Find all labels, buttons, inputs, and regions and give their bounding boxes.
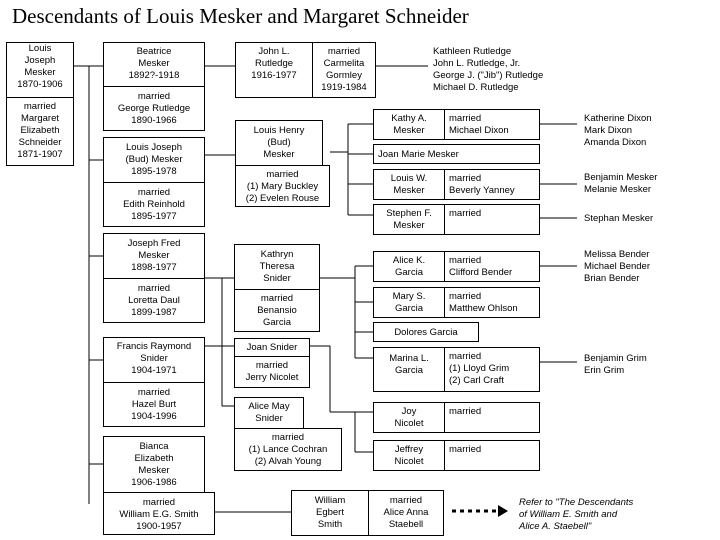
stephen-spouse-box: married [444, 204, 540, 235]
lance-alvah-box: married (1) Lance Cochran (2) Alvah Youn… [234, 428, 342, 471]
beatrice-box: Beatrice Mesker 1892?-1918 [103, 42, 205, 87]
mary-s-garcia-box: Mary S. Garcia [373, 287, 445, 318]
bender-children-list: Melissa Bender Michael Bender Brian Bend… [584, 249, 651, 284]
dolores-garcia-box: Dolores Garcia [373, 322, 479, 342]
stephan-mesker-text: Stephan Mesker [584, 213, 654, 224]
refer-note: Refer to "The Descendants of William E. … [519, 497, 634, 532]
louis-w-mesker-box: Louis W. Mesker [373, 169, 445, 200]
page-title: Descendants of Louis Mesker and Margaret… [12, 4, 469, 28]
rutledge-children-list: Kathleen Rutledge John L. Rutledge, Jr. … [433, 46, 544, 93]
joy-spouse-box: married [444, 402, 540, 433]
margaret-schneider-box: married Margaret Elizabeth Schneider 187… [6, 97, 74, 166]
joan-snider-box: Joan Snider [234, 338, 310, 357]
francis-snider-box: Francis Raymond Snider 1904-1971 [103, 337, 205, 383]
grim-children-list: Benjamin Grim Erin Grim [584, 353, 647, 376]
kathy-mesker-box: Kathy A. Mesker [373, 109, 445, 140]
joan-marie-mesker-box: Joan Marie Mesker [373, 144, 540, 164]
joy-nicolet-box: Joy Nicolet [373, 402, 445, 433]
alice-k-garcia-box: Alice K. Garcia [373, 251, 445, 282]
louis-bud-mesker-box: Louis Joseph (Bud) Mesker 1895-1978 [103, 137, 205, 183]
dixon-children-list: Katherine Dixon Mark Dixon Amanda Dixon [584, 113, 652, 148]
marina-garcia-box: Marina L. Garcia [373, 347, 445, 392]
loretta-daul-box: married Loretta Daul 1899-1987 [103, 278, 205, 323]
clifford-bender-box: married Clifford Bender [444, 251, 540, 282]
joseph-fred-mesker-box: Joseph Fred Mesker 1898-1977 [103, 233, 205, 279]
stephen-mesker-box: Stephen F. Mesker [373, 204, 445, 235]
louis-mesker-box: Louis Joseph Mesker 1870-1906 [6, 42, 74, 98]
beverly-yanney-box: married Beverly Yanney [444, 169, 540, 200]
john-rutledge-box: John L. Rutledge 1916-1977 [235, 42, 313, 98]
bianca-mesker-box: Bianca Elizabeth Mesker 1906-1986 [103, 436, 205, 493]
william-eg-smith-box: married William E.G. Smith 1900-1957 [103, 492, 215, 535]
refer-arrow-head [498, 505, 508, 517]
jerry-nicolet-box: married Jerry Nicolet [234, 356, 310, 388]
hazel-burt-box: married Hazel Burt 1904-1996 [103, 382, 205, 427]
matthew-ohlson-box: married Matthew Ohlson [444, 287, 540, 318]
william-egbert-smith-box: William Egbert Smith [291, 490, 369, 536]
jeffrey-nicolet-box: Jeffrey Nicolet [373, 440, 445, 471]
george-rutledge-box: married George Rutledge 1890-1966 [103, 86, 205, 131]
alice-may-snider-box: Alice May Snider [234, 397, 304, 429]
mary-evelen-box: married (1) Mary Buckley (2) Evelen Rous… [235, 165, 330, 207]
louis-henry-mesker-box: Louis Henry (Bud) Mesker [235, 120, 323, 166]
edith-reinhold-box: married Edith Reinhold 1895-1977 [103, 182, 205, 227]
lloyd-carl-box: married (1) Lloyd Grim (2) Carl Craft [444, 347, 540, 392]
mesker-grandchildren-list: Benjamin Mesker Melanie Mesker [584, 172, 658, 195]
kathryn-snider-box: Kathryn Theresa Snider [234, 244, 320, 290]
benansio-garcia-box: married Benansio Garcia [234, 289, 320, 332]
carmelita-gormley-box: married Carmelita Gormley 1919-1984 [312, 42, 376, 98]
jeffrey-spouse-box: married [444, 440, 540, 471]
alice-anna-staebell-box: married Alice Anna Staebell [368, 490, 444, 536]
michael-dixon-box: married Michael Dixon [444, 109, 540, 140]
